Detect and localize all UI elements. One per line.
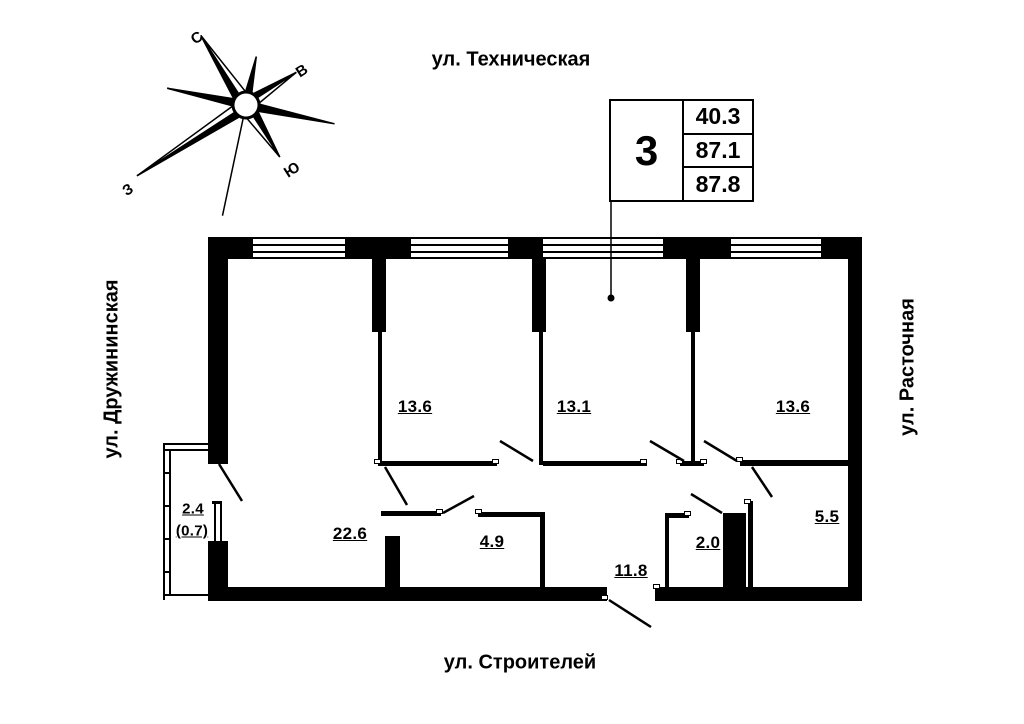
door-swing-line — [499, 439, 534, 463]
wall-segment — [345, 239, 411, 258]
wall-segment — [680, 461, 704, 466]
wall-end-cap — [492, 459, 499, 464]
wall-segment — [731, 251, 821, 253]
wall-segment — [543, 251, 663, 253]
wall-segment — [663, 239, 731, 258]
room-count: 3 — [611, 101, 684, 200]
wall-segment — [378, 461, 497, 466]
wall-segment — [381, 511, 441, 516]
wall-end-cap — [653, 584, 660, 589]
wall-segment — [723, 513, 746, 601]
wall-segment — [163, 472, 171, 474]
wall-segment — [208, 587, 607, 601]
room-area-label: 13.1 — [556, 397, 592, 416]
door-swing-line — [703, 439, 738, 463]
wall-segment — [163, 538, 171, 540]
wall-end-cap — [700, 459, 707, 464]
wall-segment — [665, 513, 689, 518]
door-swing-line — [649, 439, 685, 463]
wall-end-cap — [744, 499, 751, 504]
wall-segment — [163, 443, 165, 600]
room-area-label: 11.8 — [614, 561, 648, 580]
wall-segment — [731, 244, 821, 246]
room-area-label: 2.0 — [695, 533, 721, 552]
wall-segment — [686, 252, 700, 332]
room-area-label: 22.6 — [332, 524, 368, 543]
wall-segment — [411, 244, 508, 246]
wall-segment — [540, 512, 545, 590]
door-swing-line — [750, 466, 774, 498]
door-swing-line — [690, 492, 723, 515]
wall-segment — [163, 505, 171, 507]
wall-segment — [539, 332, 543, 465]
wall-end-cap — [601, 595, 608, 600]
wall-segment — [385, 536, 400, 590]
wall-segment — [655, 587, 862, 601]
room-area-label: 5.5 — [814, 507, 840, 526]
wall-segment — [665, 513, 669, 590]
wall-segment — [214, 504, 216, 542]
wall-end-cap — [684, 511, 691, 516]
compass-icon — [136, 34, 335, 216]
wall-segment — [163, 594, 208, 596]
wall-segment — [208, 237, 862, 239]
wall-segment — [691, 332, 695, 462]
door-swing-line — [442, 494, 475, 515]
area-value-3: 87.8 — [695, 170, 741, 197]
area-value-1: 40.3 — [684, 101, 752, 135]
room-area-label: 4.9 — [479, 532, 505, 551]
wall-end-cap — [640, 459, 647, 464]
wall-segment — [163, 571, 171, 573]
area-value-2: 87.1 — [684, 135, 752, 169]
room-area-label: (0.7) — [175, 522, 209, 540]
wall-segment — [212, 501, 222, 504]
door-swing-line — [217, 463, 244, 502]
street-label-top: ул. Техническая — [431, 48, 591, 71]
wall-segment — [748, 501, 753, 601]
wall-segment — [208, 541, 228, 601]
wall-segment — [411, 251, 508, 253]
street-label-bottom: ул. Строителей — [443, 651, 597, 674]
wall-segment — [508, 239, 543, 258]
room-area-label: 2.4 — [182, 500, 204, 518]
wall-segment — [212, 541, 222, 544]
wall-segment — [253, 244, 345, 246]
wall-segment — [740, 460, 848, 466]
wall-segment — [220, 504, 222, 542]
wall-end-cap — [475, 509, 482, 514]
wall-segment — [163, 443, 208, 445]
info-box-leader-dot — [607, 294, 615, 302]
wall-segment — [163, 449, 208, 451]
info-box: 3 40.3 87.1 87.8 — [609, 99, 754, 202]
room-area-label: 13.6 — [775, 397, 811, 416]
wall-segment — [372, 258, 386, 332]
wall-segment — [543, 244, 663, 246]
door-swing-line — [383, 466, 409, 506]
wall-segment — [543, 461, 647, 466]
wall-end-cap — [436, 509, 443, 514]
wall-segment — [169, 450, 171, 594]
wall-segment — [378, 332, 382, 465]
wall-segment — [253, 251, 345, 253]
wall-segment — [532, 258, 546, 332]
wall-end-cap — [374, 459, 381, 464]
wall-segment — [478, 512, 545, 517]
wall-segment — [848, 239, 862, 601]
door-swing-line — [608, 598, 652, 629]
room-area-label: 13.6 — [397, 397, 433, 416]
wall-segment — [208, 239, 228, 464]
